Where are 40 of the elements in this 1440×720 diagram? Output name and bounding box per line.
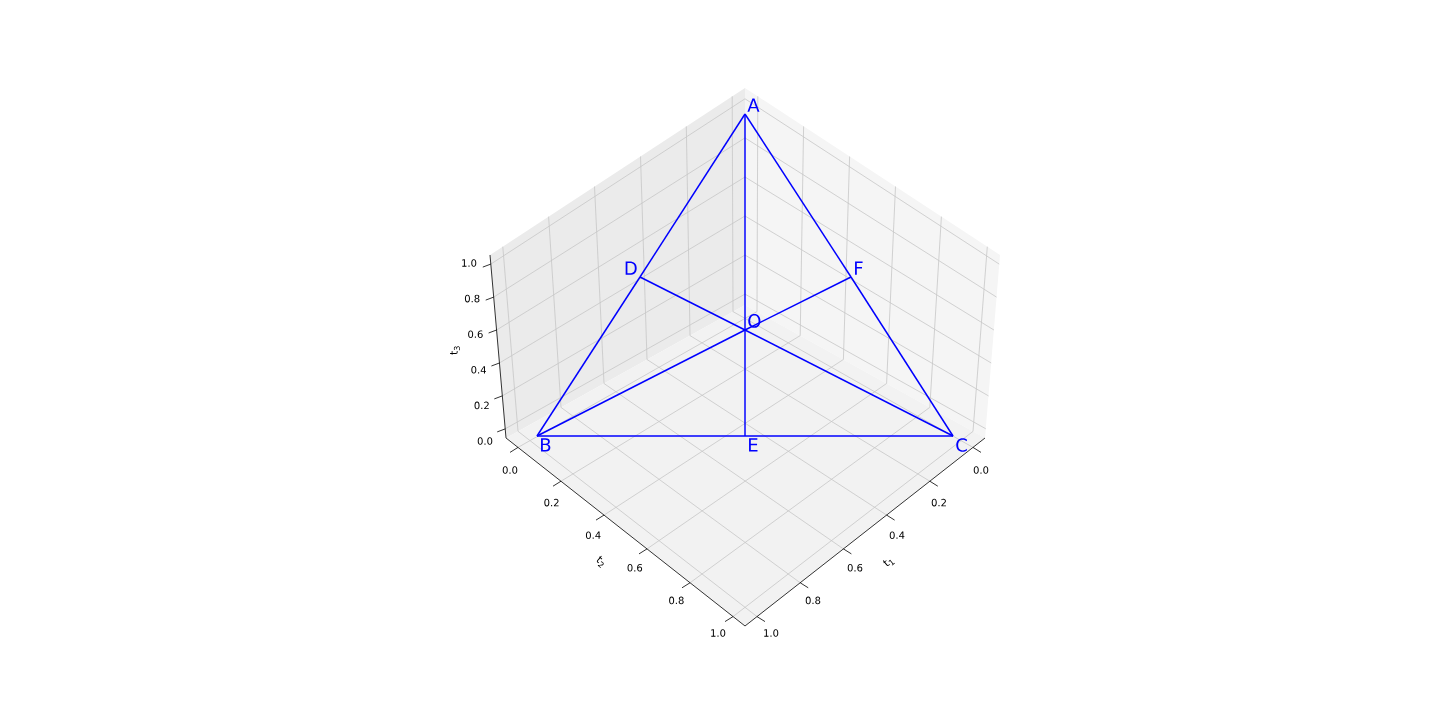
tick-label: 0.6	[627, 564, 643, 572]
point-label: B	[541, 438, 551, 452]
line-segment	[744, 329, 954, 437]
axis-label: t$_{1}$	[882, 559, 895, 566]
line-segment	[850, 276, 954, 437]
tick-label: 0.2	[931, 498, 946, 507]
tick-label: 0.8	[464, 294, 480, 303]
line-segment	[536, 329, 746, 437]
tick-label: 0.4	[585, 531, 601, 539]
tick-label: 0.0	[477, 437, 493, 445]
line-segment	[639, 113, 746, 278]
line-segment	[744, 329, 746, 437]
point-label: D	[625, 261, 637, 275]
tick-label: 0.6	[468, 330, 483, 338]
point-label: F	[855, 261, 863, 275]
tick-label: 1.0	[764, 629, 779, 637]
tick-label: 1.0	[462, 259, 477, 267]
tick-label: 0.4	[471, 366, 486, 374]
line-segment	[536, 276, 641, 437]
tick-label: 0.0	[502, 466, 518, 474]
tick-label: 0.2	[544, 498, 559, 507]
tick-label: 0.2	[474, 401, 489, 410]
line-segment	[744, 435, 954, 437]
axis-label: t$_{3}$	[450, 346, 460, 355]
point-label: O	[748, 314, 761, 328]
axis-label: t$_{2}$	[596, 555, 604, 568]
point-label: C	[956, 438, 967, 452]
line-segment	[639, 276, 746, 331]
tick-label: 0.4	[889, 531, 905, 539]
point-label: A	[747, 98, 760, 112]
line-segment	[536, 435, 746, 437]
line-segment	[744, 113, 746, 331]
tick-label: 0.8	[669, 596, 684, 605]
point-label: E	[749, 438, 758, 452]
line-segment	[744, 276, 852, 331]
line-segment	[744, 113, 852, 278]
tick-label: 0.0	[973, 466, 989, 474]
tick-label: 0.6	[847, 564, 863, 572]
tick-label: 0.8	[805, 596, 821, 605]
tick-label: 1.0	[711, 629, 726, 637]
